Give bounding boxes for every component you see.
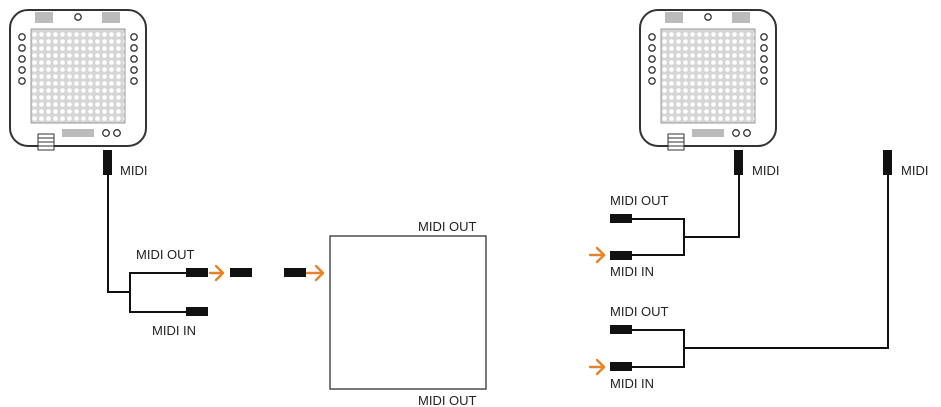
left-setup: MIDI MIDI OUT MIDI IN MIDI OUT MIDI OUT xyxy=(9,9,487,407)
lower-in-label: MIDI IN xyxy=(610,376,654,391)
midi-cable xyxy=(107,175,186,293)
midi-cable xyxy=(632,348,685,368)
right-setup: MIDI MIDI OUT MIDI IN MIDI MIDI OUT MIDI… xyxy=(588,9,928,391)
midi-plug-icon xyxy=(610,362,632,371)
split-out-label: MIDI OUT xyxy=(136,247,195,262)
midi-plug-icon xyxy=(734,150,743,175)
upper-out-label: MIDI OUT xyxy=(610,193,669,208)
midi-plug-icon xyxy=(610,214,632,223)
arrow-right-icon xyxy=(595,246,606,264)
upper-in-label: MIDI IN xyxy=(610,264,654,279)
lower-out-label: MIDI OUT xyxy=(610,304,669,319)
arrow-right-icon xyxy=(214,264,225,282)
midi-cable xyxy=(632,175,889,349)
midi-cable xyxy=(632,237,685,256)
midi-plug-icon xyxy=(186,307,208,316)
midi-plug-icon xyxy=(103,150,112,175)
midi-plug-icon xyxy=(230,268,252,277)
midi-plug-icon xyxy=(610,325,632,334)
midi-plug-icon xyxy=(610,251,632,260)
controller-device-icon xyxy=(639,9,777,151)
arrow-right-icon xyxy=(314,264,325,282)
controller-device-icon xyxy=(9,9,147,151)
cable-midi-label: MIDI xyxy=(901,163,928,178)
box-bottom-label: MIDI OUT xyxy=(418,393,477,407)
midi-plug-icon xyxy=(883,150,892,175)
split-in-label: MIDI IN xyxy=(152,323,196,338)
midi-cable xyxy=(129,292,186,313)
box-top-label: MIDI OUT xyxy=(418,219,477,234)
midi-plug-icon xyxy=(284,268,306,277)
device-midi-label: MIDI xyxy=(120,163,147,178)
external-device-box xyxy=(329,235,487,390)
midi-plug-icon xyxy=(186,268,208,277)
device-midi-label: MIDI xyxy=(752,163,779,178)
arrow-right-icon xyxy=(595,358,606,376)
